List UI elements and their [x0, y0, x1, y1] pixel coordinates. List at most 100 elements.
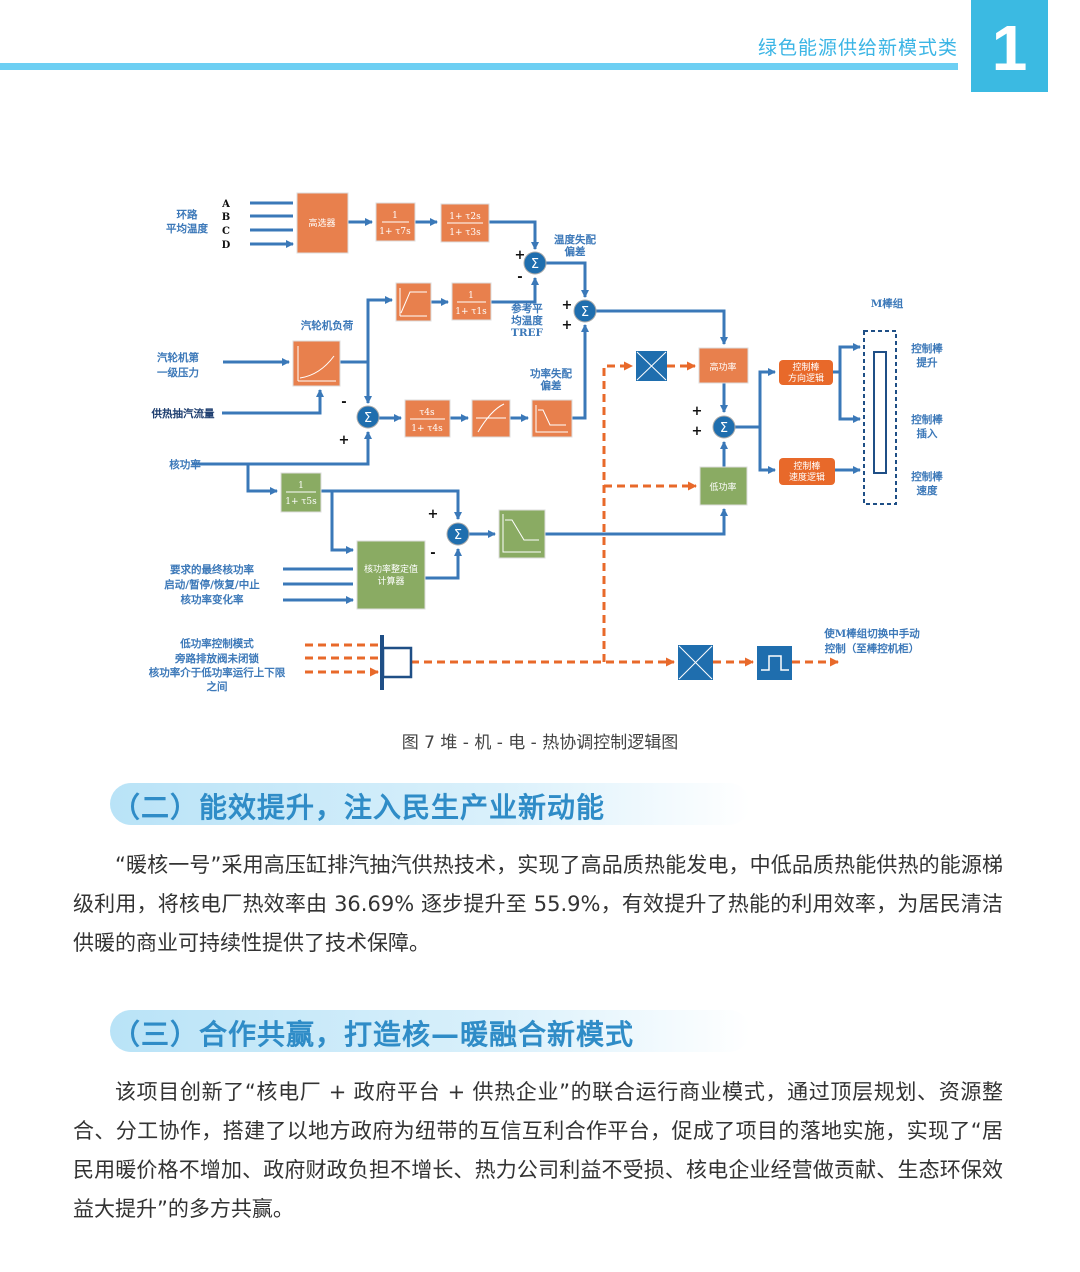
control-logic-diagram: 高选器 1 1+ τ7s 1+ τ2s 1+ τ3s 1 1+ τ1s τ4s … [149, 192, 943, 693]
section-heading-2: （二）能效提升，注入民生产业新动能 [110, 783, 750, 825]
sigma-4: Σ [454, 528, 462, 543]
label-rod-up-2: 提升 [917, 356, 938, 369]
tf23-num: 1+ τ2s [449, 212, 481, 222]
plus-sign: + [515, 248, 526, 263]
speed-logic-l1: 控制棒 [793, 460, 820, 472]
label-rod-up: 控制棒 [911, 342, 943, 355]
section-heading-2-text: （二）能效提升，注入民生产业新动能 [112, 791, 606, 824]
label-rod-speed: 控制棒 [911, 470, 943, 483]
tf5-den: 1+ τ5s [285, 497, 317, 507]
sigma-3: Σ [364, 411, 372, 426]
tf7-den: 1+ τ7s [379, 227, 411, 237]
label-turbine-pressure-2: 一级压力 [157, 366, 199, 379]
m-rod-group-frame [863, 330, 897, 505]
or-gate [381, 646, 413, 679]
label-turbine-pressure: 汽轮机第 [157, 351, 199, 364]
dir-logic-l1: 控制棒 [792, 361, 819, 373]
label-loop: 环路 [177, 208, 198, 221]
label-turbine-load: 汽轮机负荷 [301, 319, 354, 332]
low-power-block [699, 466, 748, 506]
label-power-mismatch: 功率失配 [530, 367, 572, 380]
high-power-block [698, 347, 749, 384]
label-temp-mismatch-2: 偏差 [565, 245, 586, 258]
label-m-group: M棒组 [871, 297, 904, 310]
tf4-num: τ4s [419, 408, 435, 418]
rate-limit-block [395, 282, 432, 322]
label-rod-in: 控制棒 [911, 413, 943, 426]
sigma-5: Σ [720, 421, 728, 436]
chapter-number-badge: 1 [971, 0, 1048, 92]
label-final-power: 要求的最终核功率 [170, 563, 254, 576]
lag-block [531, 399, 573, 438]
plus-sign: + [562, 298, 573, 313]
sum-junction-temp [523, 251, 547, 275]
category-title: 绿色能源供给新模式类 [757, 37, 958, 59]
signal-lines [192, 201, 861, 600]
label-rod-in-2: 插入 [917, 427, 938, 440]
label-bypass-valve: 旁路排放阀未闭锁 [174, 652, 259, 665]
minus-sign: - [517, 270, 522, 285]
label-loop-a: A [221, 199, 230, 210]
dashed-logic-lines [305, 361, 839, 672]
dir-logic-l2: 方向逻辑 [788, 372, 824, 384]
label-loop-d: D [222, 240, 231, 251]
tf4-den: 1+ τ4s [411, 424, 443, 434]
minus-sign: - [341, 395, 346, 410]
plus-sign: + [339, 433, 350, 448]
label-rod-speed-2: 速度 [917, 484, 938, 497]
tf23-den: 1+ τ3s [449, 228, 481, 238]
high-select-label: 高选器 [308, 217, 335, 229]
section-2-paragraph: “暖核一号”采用高压缸排汽抽汽供热技术，实现了高品质热能发电，中低品质热能供热的… [73, 853, 1003, 955]
label-start-stop: 启动/暂停/恢复/中止 [164, 578, 260, 591]
label-low-power-mode: 低功率控制模式 [179, 637, 254, 650]
sum-junction-setpoint [446, 522, 470, 546]
tf7-num: 1 [392, 211, 398, 221]
section-heading-3: （三）合作共赢，打造核—暖融合新模式 [110, 1010, 750, 1052]
label-manual-switch-2: 控制（至棒控机柜） [825, 642, 920, 655]
power-lag-block [498, 509, 546, 559]
section-heading-3-text: （三）合作共赢，打造核—暖融合新模式 [112, 1018, 635, 1051]
plus-sign: + [692, 424, 703, 439]
header-rule [0, 63, 958, 70]
sigma-1: Σ [531, 257, 539, 272]
logic-elements [380, 330, 897, 690]
label-power-rate: 核功率变化率 [181, 593, 244, 606]
summing-junctions: Σ Σ Σ Σ Σ + - + + - + + - + + [339, 248, 736, 561]
plus-sign: + [562, 318, 573, 333]
turbine-load-block [292, 340, 341, 387]
speed-logic-block [779, 458, 835, 485]
label-avg-temp: 平均温度 [166, 222, 208, 235]
low-power-label: 低功率 [709, 481, 736, 493]
label-manual-switch: 使M棒组切换中手动 [823, 627, 920, 640]
green-blocks: 1 1+ τ5s 核功率整定值 计算器 低功率 [280, 466, 748, 610]
tf1-den: 1+ τ1s [455, 307, 487, 317]
sum-junction-rod [712, 415, 736, 439]
plus-sign: + [692, 404, 703, 419]
setpoint-calc-l1: 核功率整定值 [364, 563, 418, 575]
pulse-block [757, 646, 792, 680]
label-ref-temp: 参考平 [511, 302, 543, 315]
plus-sign: + [428, 507, 439, 522]
label-ref-temp-2: 均温度 [511, 314, 543, 327]
setpoint-calc-l2: 计算器 [377, 575, 404, 587]
speed-logic-l2: 速度逻辑 [789, 471, 825, 483]
control-rod [873, 351, 887, 474]
high-select-block [296, 192, 349, 254]
section-3-paragraph: 该项目创新了“核电厂 + 政府平台 + 供热企业”的联合运行商业模式，通过顶层规… [73, 1080, 1003, 1221]
high-power-label: 高功率 [709, 361, 736, 373]
figure-caption: 图 7 堆 - 机 - 电 - 热协调控制逻辑图 [401, 733, 679, 753]
tf1-num: 1 [468, 291, 474, 301]
sum-junction-total [573, 299, 597, 323]
orange-blocks: 高选器 1 1+ τ7s 1+ τ2s 1+ τ3s 1 1+ τ1s τ4s … [292, 192, 835, 485]
label-nuclear-power: 核功率 [169, 458, 201, 471]
label-power-range-2: 之间 [207, 680, 228, 693]
setpoint-calculator-block [356, 540, 426, 610]
sigma-2: Σ [581, 305, 589, 320]
label-power-range: 核功率介于低功率运行上下限 [149, 666, 286, 679]
label-heating-flow: 供热抽汽流量 [151, 407, 215, 420]
label-tref: TREF [511, 327, 544, 339]
label-loop-c: C [222, 226, 230, 237]
label-temp-mismatch: 温度失配 [554, 233, 596, 246]
diagram-labels: 环路 平均温度 A B C D 温度失配 偏差 参考平 均温度 TREF 汽轮机… [149, 199, 943, 693]
minus-sign: - [430, 546, 435, 561]
